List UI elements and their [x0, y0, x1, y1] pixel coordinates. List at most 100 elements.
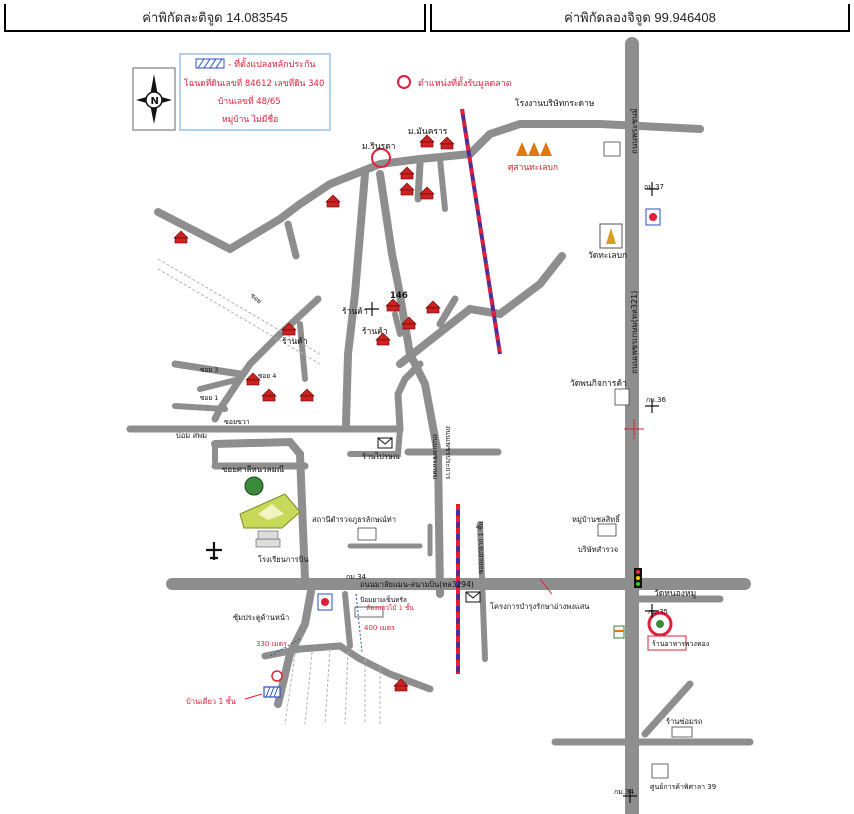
label-m-rinrada: ม.รินรดา [362, 142, 396, 152]
legend-deed: โฉนดที่ดินเลขที่ 84612 เลขที่ดิน 340 [184, 77, 324, 89]
auction-marker-icon [397, 75, 411, 89]
house-icon [173, 230, 189, 244]
label-project: โครงการบำรุงรักษาอ่างพงแสน [490, 602, 589, 611]
legend: - ที่ตั้งแปลงหลักประกัน โฉนดที่ดินเลขที่… [179, 53, 512, 131]
road-top-east [486, 120, 704, 138]
road-northeast [396, 252, 566, 368]
label-post-shop: ร้านไปรษณ [362, 452, 400, 461]
office-icon [614, 388, 630, 406]
road-soi-kwa [211, 437, 309, 583]
label-soi-sala: ซอยศาลีหนวลมณี [222, 465, 285, 474]
label-shop-right: ร้านอาหารพวงทอง [652, 640, 709, 648]
road-west-branch [154, 208, 234, 253]
label-soi3: ซอย 3 [200, 366, 218, 374]
house-icon [399, 166, 415, 180]
legend-marker-text: - ที่ตั้งแปลงหลักประกัน [228, 57, 316, 70]
road-upper-right [392, 311, 403, 337]
road-village-gate [274, 582, 316, 708]
distance-arrows [269, 593, 363, 657]
label-office: บริษัทสำรวจ [578, 545, 618, 554]
house-icon [281, 322, 297, 336]
longitude-text: ค่าพิกัดลองจิจูด 99.946408 [564, 9, 716, 25]
legend-house-no: บ้านเลขที่ 48/65 [218, 95, 281, 107]
road-spur-2 [414, 160, 424, 203]
auction-location-icon [371, 148, 391, 168]
latitude-box: ค่าพิกัดละติจูด 14.083545 [4, 4, 426, 32]
shop-house-icon [354, 606, 384, 618]
village-lanes [157, 258, 381, 725]
gas-station-icons [317, 208, 661, 611]
label-station: สถานีตำรวจภูธรลักษณ์ท่า [312, 515, 396, 524]
label-soi1: ซอย 1 [200, 394, 218, 402]
house-icon [325, 194, 341, 208]
house-icon [439, 136, 455, 150]
label-school: โรงเรียนการบิน [258, 555, 309, 564]
label-shop1: ร้านค้า [342, 306, 368, 317]
seven-eleven-icon [613, 625, 625, 639]
label-distance-400: 400 เมตร [364, 624, 395, 632]
factory-icon [603, 141, 621, 157]
traffic-light-icon [634, 568, 642, 588]
bus-stop-icon [357, 527, 377, 541]
road-project [477, 521, 488, 662]
road-central-b [342, 170, 369, 428]
road-spur-3 [437, 156, 448, 212]
house-icon [419, 186, 435, 200]
label-main-road-h: ถนนมาลัยแมน-สนามบิน(ทล3294) [360, 580, 474, 589]
railway-line [456, 108, 502, 674]
office-building-icon [671, 726, 693, 738]
label-village-gate: ซุ้มประตูด้านหน้า [233, 613, 289, 622]
road-village-loop [261, 642, 434, 693]
label-soi-north: ซอย [249, 291, 264, 305]
temple-icon [599, 223, 623, 249]
house-icon [245, 372, 261, 386]
auction-marker-text: ตำแหน่งที่ตั้งรับมูลตลาด [418, 76, 512, 89]
label-km35: กม.35 [648, 608, 668, 616]
road-soi-3 [171, 360, 244, 378]
airplane-icon [206, 542, 222, 560]
house-icon [399, 182, 415, 196]
road-village-lane [342, 591, 353, 649]
restaurant-sign-icon [647, 635, 687, 651]
label-north-road: ถนนพระชนม์ [629, 108, 639, 154]
house-icon [375, 332, 391, 346]
mail-icon [465, 591, 481, 603]
building-icons [354, 141, 693, 779]
park-area [239, 476, 301, 529]
target-parcel-icon [263, 670, 283, 698]
road-post [347, 426, 403, 457]
label-shop-house: ห้องแถวไม้ 1 ชั้น [366, 603, 414, 612]
house-icon [393, 678, 409, 692]
house-icon [401, 316, 417, 330]
label-target-house: บ้านเดี่ยว 1 ชั้น [186, 696, 236, 706]
label-main-road-vertical: ถนนเพชรเกษม(ทล321) [630, 291, 639, 374]
house-icon [385, 298, 401, 312]
post-icon [377, 437, 393, 449]
label-km37: กม.37 [644, 183, 664, 191]
label-village-right: หมู่บ้านชลสิทธิ์ [572, 514, 621, 524]
house-icon [299, 388, 315, 402]
label-phet-road: ถนนเพชรประการ [444, 426, 452, 479]
label-gas-station: ป้อมยามเซ็นทรัล [360, 595, 407, 604]
road-north-west [226, 130, 494, 253]
label-shop-7: ร้านซ่อมรถ [666, 717, 702, 726]
label-power-plant: โรงงานบริษัทกระดาษ [515, 98, 595, 109]
school-bottom-icon [651, 763, 669, 779]
label-shop3: ร้านค้า [282, 336, 308, 347]
label-shrine: ศุสานทะเลบก [508, 163, 558, 173]
label-wat-pa: วัดพนกิจการค้า [570, 378, 627, 389]
label-road-sao: ถนนเพชรเกษม [431, 434, 439, 479]
label-shop2: ร้านค้า [362, 326, 388, 337]
label-soi-kwa: ซอยขวา [224, 418, 250, 426]
label-wat-talebok: วัดทะเลบก [588, 251, 627, 261]
compass-icon: N [132, 67, 176, 131]
label-wat-nongnum: วัดหนองหมู [654, 589, 696, 599]
label-km34: กม.34 [614, 788, 635, 796]
label-km-left: กม.34 [346, 573, 367, 581]
label-soi4: ซอย 4 [258, 372, 276, 380]
location-map: - ที่ตั้งแปลงหลักประกัน โฉนดที่ดินเลขที่… [126, 37, 754, 814]
restaurant-logo-icon [647, 611, 673, 637]
road-cluster-link [297, 321, 308, 382]
road-bong-b [394, 360, 424, 433]
house-icon [261, 388, 277, 402]
